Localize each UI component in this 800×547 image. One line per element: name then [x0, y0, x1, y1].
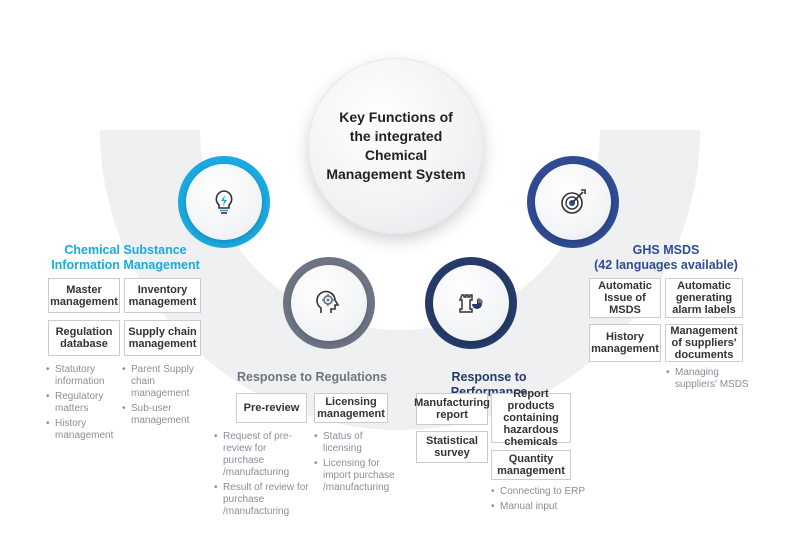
box-licensing-management: Licensing management — [314, 393, 388, 423]
box-regulation-database: Regulation database — [48, 320, 120, 356]
regulations-ring — [283, 257, 375, 349]
chess-rook-chart-icon — [458, 294, 483, 313]
box-automatic-alarm-labels: Automatic generating alarm labels — [665, 278, 743, 318]
list-item: Sub-user management — [122, 403, 212, 427]
box-history-management: History management — [589, 324, 661, 362]
performance-bullets: Connecting to ERP Manual input — [491, 486, 591, 516]
center-circle: Key Functions of the integrated Chemical… — [308, 58, 484, 234]
head-gear-icon — [316, 290, 340, 313]
lightbulb-lightning-icon — [215, 190, 233, 214]
box-supply-chain-management: Supply chain management — [124, 320, 201, 356]
list-item: History management — [46, 418, 118, 442]
regulations-bullets-right: Status of licensing Licensing for import… — [314, 431, 398, 497]
box-suppliers-documents: Management of suppliers' documents — [665, 324, 743, 362]
list-item: Result of review for purchase /manufactu… — [214, 482, 310, 518]
list-item: Statutory information — [46, 364, 118, 388]
box-statistical-survey: Statistical survey — [416, 431, 488, 463]
list-item: Parent Supply chain management — [122, 364, 212, 400]
regulations-bullets-left: Request of pre-review for purchase /manu… — [214, 431, 310, 521]
list-item: Manual input — [491, 501, 591, 513]
chemical-ring — [178, 156, 270, 248]
list-item: Status of licensing — [314, 431, 398, 455]
box-quantity-management: Quantity management — [491, 450, 571, 480]
regulations-title: Response to Regulations — [236, 370, 388, 384]
list-item: Connecting to ERP — [491, 486, 591, 498]
target-arrow-icon — [561, 189, 586, 214]
box-inventory-management: Inventory management — [124, 278, 201, 313]
list-item: Licensing for import purchase /manufactu… — [314, 458, 398, 494]
ghs-title: GHS MSDS (42 languages available) — [594, 243, 738, 272]
box-manufacturing-report: Manufacturing report — [414, 393, 490, 425]
list-item: Regulatory matters — [46, 391, 118, 415]
ghs-ring — [527, 156, 619, 248]
chemical-bullets-right: Parent Supply chain management Sub-user … — [122, 364, 212, 430]
ghs-bullets: Managing suppliers' MSDS — [666, 367, 758, 394]
box-report-hazardous-products: Report products containing hazardous che… — [491, 388, 571, 448]
box-automatic-issue-msds: Automatic Issue of MSDS — [589, 278, 661, 318]
list-item: Request of pre-review for purchase /manu… — [214, 431, 310, 479]
box-pre-review: Pre-review — [236, 393, 307, 423]
performance-ring — [425, 257, 517, 349]
box-master-management: Master management — [48, 278, 120, 313]
center-title: Key Functions of the integrated Chemical… — [326, 109, 466, 182]
list-item: Managing suppliers' MSDS — [666, 367, 758, 391]
chemical-title: Chemical Substance Information Managemen… — [51, 243, 200, 272]
chemical-bullets-left: Statutory information Regulatory matters… — [46, 364, 118, 445]
